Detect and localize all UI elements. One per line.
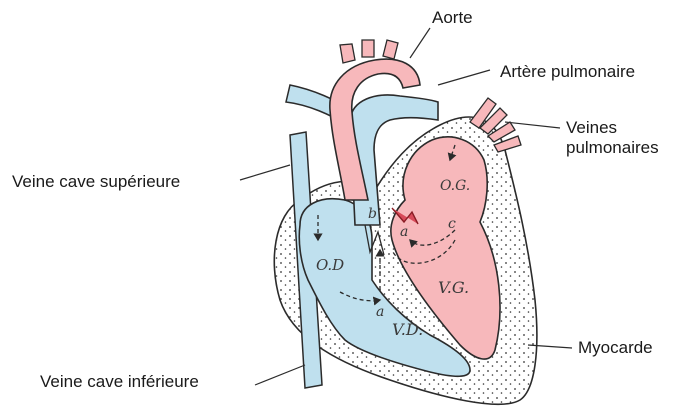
label-valve-b: b: [368, 206, 377, 222]
label-vg: V.G.: [438, 278, 469, 297]
label-veines-pulmonaires: Veines pulmonaires: [566, 118, 659, 157]
label-vd: V.D.: [392, 320, 423, 339]
label-veines-pulmonaires-line2: pulmonaires: [566, 138, 659, 158]
label-og: O.G.: [440, 178, 470, 194]
label-myocarde: Myocarde: [578, 338, 653, 358]
label-valve-a-right: a: [376, 304, 384, 320]
label-veines-pulmonaires-line1: Veines: [566, 118, 659, 138]
label-valve-a-left: a: [400, 224, 408, 240]
label-od: O.D: [316, 256, 344, 274]
label-aorte: Aorte: [432, 8, 473, 28]
label-artere-pulmonaire: Artère pulmonaire: [500, 62, 635, 82]
label-valve-c: c: [448, 216, 456, 232]
label-veine-cave-inferieure: Veine cave inférieure: [40, 372, 199, 392]
label-veine-cave-superieure: Veine cave supérieure: [12, 172, 180, 192]
